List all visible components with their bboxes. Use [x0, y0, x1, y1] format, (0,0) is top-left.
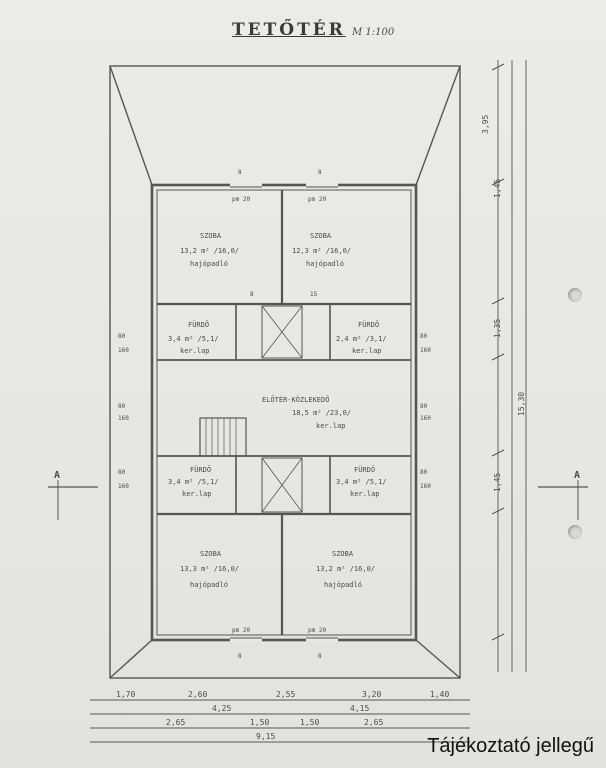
window-mark: pm 20	[308, 196, 326, 203]
plan-title: TETŐTÉR	[232, 20, 346, 40]
room-floor: ker.lap	[352, 347, 382, 355]
punch-hole	[568, 525, 582, 539]
dim-bottom: 3,20	[362, 690, 381, 699]
door-mark: 8	[318, 653, 322, 660]
room-floor: ker.lap	[350, 490, 380, 498]
roof-hip-line	[109, 639, 153, 679]
stair	[199, 417, 247, 457]
room-area: 13,2 m² /16,0/	[316, 565, 375, 573]
room-name: FÜRDŐ	[358, 320, 379, 329]
dim-bottom: 2,55	[276, 690, 295, 699]
section-label: A	[54, 470, 60, 481]
room-area: 3,4 m² /5,1/	[168, 335, 219, 343]
dim-bottom: 2,65	[364, 718, 383, 727]
room-floor: hajópadló	[324, 581, 362, 589]
sill-mark: 80	[118, 333, 126, 340]
room-floor: ker.lap	[180, 347, 210, 355]
room-name: ELŐTÉR-KÖZLEKEDŐ	[262, 395, 329, 404]
dim-right-total: 15,30	[517, 392, 526, 416]
sill-mark: 80	[420, 333, 428, 340]
outer-wall	[150, 183, 418, 642]
dim-right: 1,35	[493, 319, 502, 338]
sill-mark: 80	[420, 403, 428, 410]
sill-mark: 80	[118, 469, 126, 476]
sill-mark: 160	[118, 483, 129, 490]
room-floor: hajópadló	[306, 260, 344, 268]
dim-bottom: 2,60	[188, 690, 207, 699]
room-name: FÜRDŐ	[354, 465, 375, 474]
plan-scale: M 1:100	[352, 27, 395, 38]
footer-note: Tájékoztató jellegű	[427, 735, 594, 757]
sill-mark: 80	[118, 403, 126, 410]
dim-bottom: 4,25	[212, 704, 231, 713]
dim-right: 3,95	[481, 115, 490, 134]
door-mark: 15	[310, 291, 318, 298]
outer-wall-inner	[156, 189, 412, 636]
chimney-shaft	[261, 305, 303, 359]
dim-right: 1,45	[493, 179, 502, 198]
door-mark: 8	[318, 169, 322, 176]
window-mark: pm 20	[232, 627, 250, 634]
room-floor: hajópadló	[190, 581, 228, 589]
roof-hip-line	[415, 65, 461, 186]
room-area: 2,4 m² /3,1/	[336, 335, 387, 343]
room-area: 3,4 m² /5,1/	[336, 478, 387, 486]
roof-hip-line	[415, 639, 461, 679]
door-mark: 8	[238, 169, 242, 176]
room-area: 18,5 m² /23,0/	[292, 409, 351, 417]
room-area: 13,3 m² /16,0/	[180, 565, 239, 573]
sill-mark: 160	[118, 347, 129, 354]
room-area: 3,4 m² /5,1/	[168, 478, 219, 486]
dim-bottom: 2,65	[166, 718, 185, 727]
roof-outline	[109, 65, 461, 679]
room-floor: hajópadló	[190, 260, 228, 268]
sill-mark: 80	[420, 469, 428, 476]
room-name: SZOBA	[200, 232, 222, 240]
dim-bottom: 1,50	[300, 718, 319, 727]
room-floor: ker.lap	[316, 422, 346, 430]
dim-right: 1,45	[493, 473, 502, 492]
door-mark: 8	[238, 653, 242, 660]
punch-hole	[568, 288, 582, 302]
dim-bottom: 1,40	[430, 690, 449, 699]
room-area: 13,2 m² /16,0/	[180, 247, 239, 255]
room-name: FÜRDŐ	[188, 320, 209, 329]
sill-mark: 160	[420, 483, 431, 490]
dim-bottom-total: 9,15	[256, 732, 275, 741]
room-floor: ker.lap	[182, 490, 212, 498]
sill-mark: 160	[420, 347, 431, 354]
room-name: SZOBA	[310, 232, 332, 240]
dim-bottom: 1,70	[116, 690, 135, 699]
sill-mark: 160	[420, 415, 431, 422]
room-area: 12,3 m² /16,0/	[292, 247, 351, 255]
dim-bottom: 4,15	[350, 704, 369, 713]
door-mark: 8	[250, 291, 254, 298]
room-name: SZOBA	[200, 550, 222, 558]
dim-bottom: 1,50	[250, 718, 269, 727]
section-label: A	[574, 470, 580, 481]
window-mark: pm 20	[308, 627, 326, 634]
window-mark: pm 20	[232, 196, 250, 203]
sill-mark: 160	[118, 415, 129, 422]
room-name: SZOBA	[332, 550, 354, 558]
chimney-shaft	[261, 457, 303, 513]
roof-hip-line	[109, 65, 153, 186]
room-name: FÜRDŐ	[190, 465, 211, 474]
